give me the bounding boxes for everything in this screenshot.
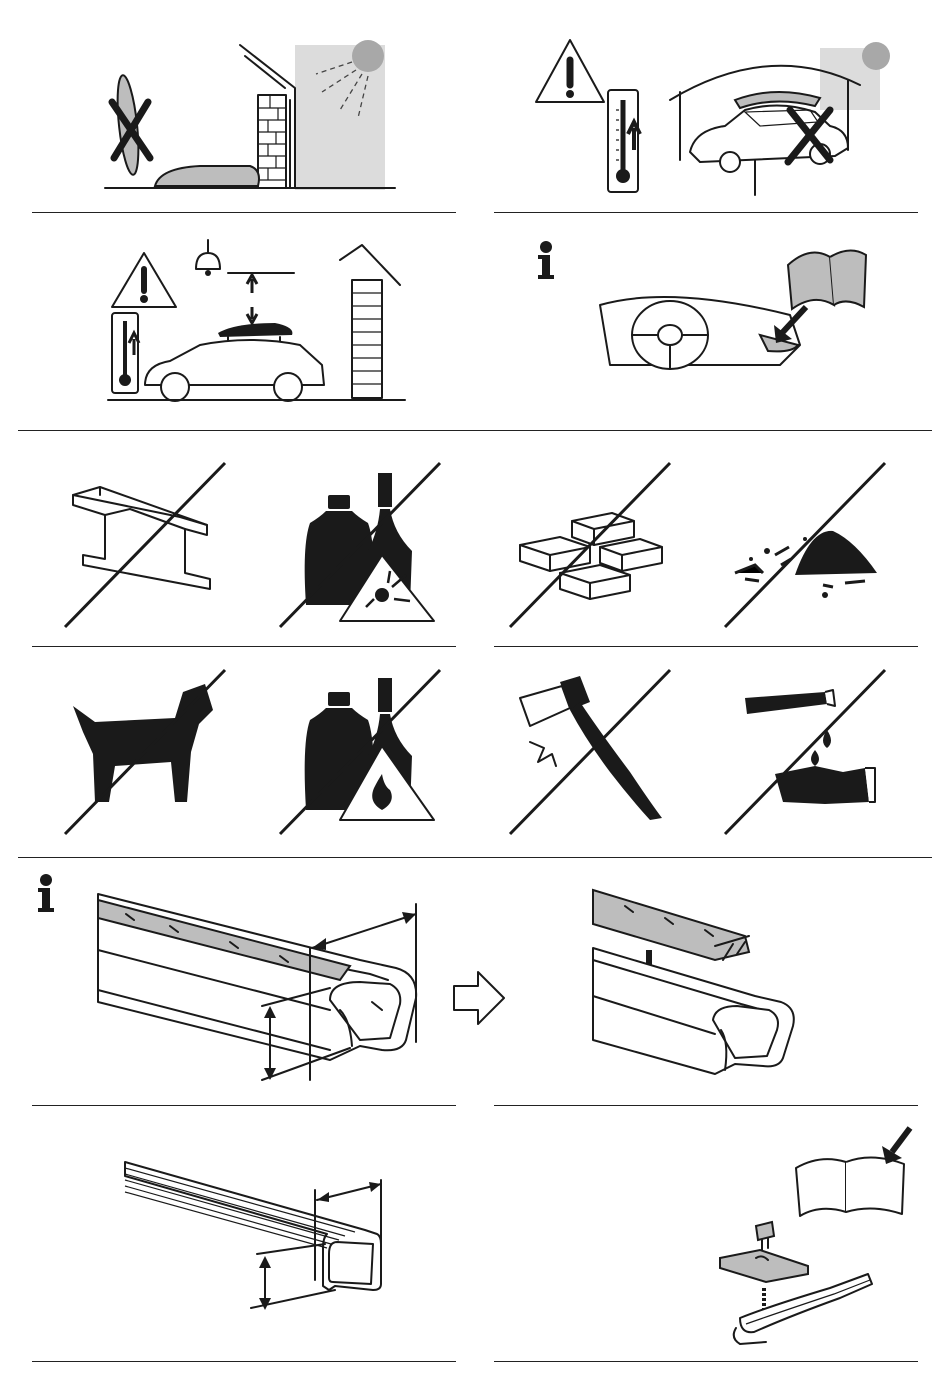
separator-bottom-right [494, 1361, 918, 1362]
x-mark-icon [112, 74, 150, 175]
forbidden-corrosive [715, 662, 895, 842]
dashboard-icon [600, 297, 800, 369]
panel-bar-profile [30, 870, 430, 1090]
adapter-plate-icon [720, 1250, 808, 1282]
separator-row-1-right [494, 212, 918, 213]
panel-vehicle-manual [530, 235, 880, 405]
separator-row-5-left [32, 1105, 456, 1106]
prohibition-slash [65, 463, 225, 627]
separator-row-5-right [494, 1105, 918, 1106]
aero-bar-icon [98, 894, 416, 1060]
open-manual-icon [788, 250, 866, 309]
thermometer-icon [608, 90, 640, 192]
explosive-icon [305, 473, 434, 621]
square-bar-icon [125, 1162, 381, 1290]
sun-icon [820, 42, 890, 110]
house-wall-icon [340, 245, 400, 398]
panel-storage-sun [90, 30, 410, 200]
panel-tbolt-adapter [710, 1118, 920, 1348]
information-icon [538, 241, 554, 279]
panel-rubber-strip [585, 880, 815, 1080]
aero-bar-icon [734, 1274, 872, 1344]
panel-garage-height [100, 235, 410, 405]
forbidden-flammable [270, 662, 450, 842]
panel-carport-heat [530, 30, 900, 200]
separator-row-3-left [32, 646, 456, 647]
arrow-right-icon [452, 968, 508, 1028]
prohibition-slash [65, 670, 225, 834]
warning-triangle-icon [112, 253, 176, 307]
gravel-icon [735, 531, 877, 598]
information-icon [38, 874, 54, 912]
forbidden-steel-beam [55, 455, 235, 635]
roof-box-icon [155, 166, 259, 186]
t-bolt-icon [756, 1222, 774, 1250]
forbidden-dog [55, 662, 235, 842]
separator-section-1 [18, 430, 932, 431]
separator-row-1-left [32, 212, 456, 213]
thermometer-icon [112, 313, 139, 393]
warning-triangle-icon [536, 40, 604, 102]
arrow-icon [882, 1128, 910, 1164]
forbidden-gravel [715, 455, 895, 635]
car-with-roof-box-icon [145, 323, 324, 401]
forbidden-bricks [500, 455, 680, 635]
axe-icon [520, 676, 662, 820]
bricks-icon [520, 513, 662, 599]
flammable-icon [305, 678, 434, 820]
open-manual-icon [796, 1157, 904, 1216]
separator-bottom-left [32, 1361, 456, 1362]
forbidden-explosive [270, 455, 450, 635]
ceiling-lamp-icon [196, 240, 220, 276]
aero-bar-icon [593, 948, 794, 1074]
panel-square-bar [115, 1150, 405, 1320]
separator-row-3-right [494, 646, 918, 647]
forbidden-axe [500, 662, 680, 842]
prohibition-slash [725, 463, 885, 627]
clearance-arrows [228, 273, 294, 323]
rubber-strip-icon [593, 890, 749, 960]
separator-section-2 [18, 857, 932, 858]
steel-beam-icon [73, 487, 210, 589]
